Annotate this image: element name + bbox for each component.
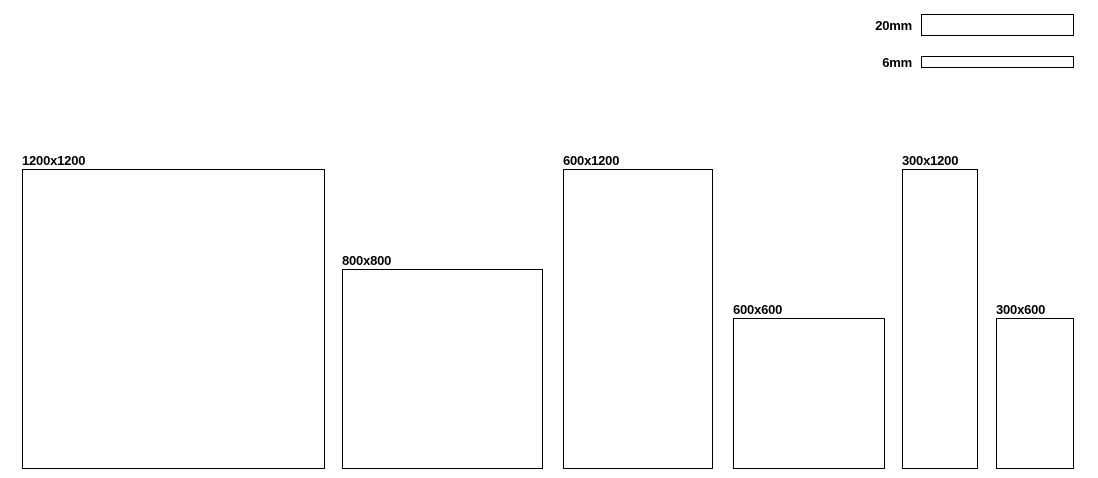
tile-300x1200: 300x1200 (902, 154, 978, 469)
tile-label-300x600: 300x600 (996, 302, 1046, 317)
tile-600x600: 600x600 (733, 303, 885, 469)
thickness-swatch-6mm (921, 56, 1074, 68)
tile-1200x1200: 1200x1200 (22, 154, 325, 469)
tile-rect-600x1200 (563, 169, 713, 469)
tile-label-600x1200: 600x1200 (563, 153, 620, 168)
tile-label-300x1200: 300x1200 (902, 153, 959, 168)
tile-rect-800x800 (342, 269, 543, 469)
tile-label-600x600: 600x600 (733, 302, 783, 317)
legend-item-20mm: 20mm (820, 14, 1074, 36)
legend-label-20mm: 20mm (875, 17, 912, 33)
thickness-legend: 20mm 6mm (0, 0, 1098, 90)
tile-800x800: 800x800 (342, 254, 543, 469)
tile-300x600: 300x600 (996, 303, 1074, 469)
tile-600x1200: 600x1200 (563, 154, 713, 469)
legend-label-6mm: 6mm (882, 54, 912, 70)
thickness-swatch-20mm (921, 14, 1074, 36)
tile-rect-600x600 (733, 318, 885, 469)
tile-rect-300x1200 (902, 169, 978, 469)
tile-label-800x800: 800x800 (342, 253, 392, 268)
tile-rect-300x600 (996, 318, 1074, 469)
legend-item-6mm: 6mm (820, 51, 1074, 73)
tile-rect-1200x1200 (22, 169, 325, 469)
tile-label-1200x1200: 1200x1200 (22, 153, 86, 168)
